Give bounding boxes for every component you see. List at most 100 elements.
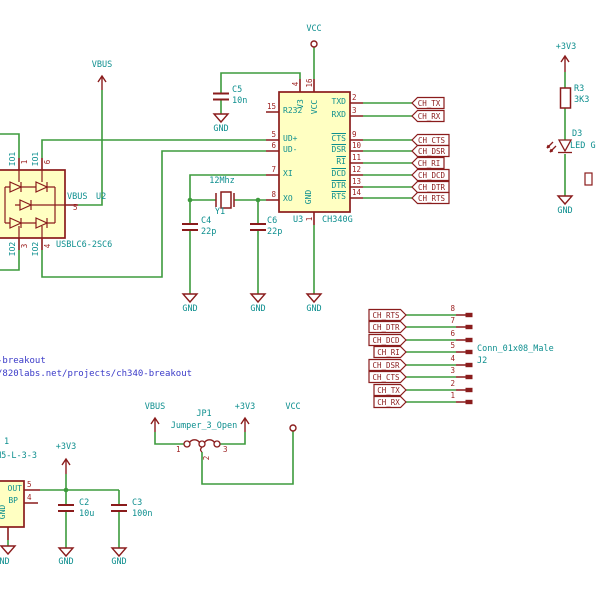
global-label-ch-tx[interactable]: CH_TX [377, 386, 400, 395]
c4-symbol [182, 223, 198, 231]
p3v3-net-label: +3V3 [555, 42, 577, 52]
global-label-ch-rts[interactable]: CH_RTS [417, 194, 446, 203]
c3-symbol [111, 504, 127, 512]
c2-value[interactable]: 10u [79, 509, 95, 519]
vbus-net-label: VBUS [91, 60, 113, 70]
global-label-ch-ri[interactable]: CH_RI [417, 159, 441, 168]
u3-pin-name-txd: TXD [331, 97, 346, 106]
c4-ref[interactable]: C4 [201, 216, 212, 226]
u1-value-fragment[interactable]: M5-L-3-3 [0, 451, 37, 461]
j2-ref[interactable]: J2 [477, 356, 488, 366]
c4-value[interactable]: 22p [201, 227, 217, 237]
r3-ref[interactable]: R3 [574, 84, 585, 94]
u3-pin-name-cts: CTS [331, 134, 346, 143]
gnd-net-label: GND [306, 304, 322, 314]
j2-pin-num: 5 [450, 341, 455, 350]
global-label-ch-dcd[interactable]: CH_DCD [417, 171, 446, 180]
u2-pin-num: 1 [20, 159, 30, 165]
d3-ref[interactable]: D3 [572, 129, 583, 139]
global-label-ch-dsr[interactable]: CH_DSR [417, 147, 446, 156]
r3-value[interactable]: 3K3 [574, 95, 590, 105]
c5-value[interactable]: 10n [232, 96, 248, 106]
global-label-ch-dcd[interactable]: CH_DCD [372, 336, 400, 345]
capacitor-symbols[interactable] [58, 92, 266, 512]
jp1-value[interactable]: Jumper_3_Open [170, 421, 238, 431]
c5-symbol [213, 92, 229, 101]
u3-pin-num: 14 [352, 188, 362, 197]
gnd-net-label: GND [213, 124, 229, 134]
u1-body [0, 480, 25, 528]
global-label-ch-rts[interactable]: CH_RTS [372, 311, 400, 320]
global-label-ch-dtr[interactable]: CH_DTR [417, 183, 446, 192]
u3-pin-num: 13 [352, 177, 362, 186]
u2-ref[interactable]: U2 [96, 192, 107, 202]
u2-diode-array [4, 170, 65, 238]
j2-value[interactable]: Conn_01x08_Male [477, 344, 554, 354]
r3-symbol[interactable] [559, 87, 572, 109]
u3-pin-name-ri: RI [336, 157, 346, 166]
vbus-arrow-jp1 [150, 416, 160, 432]
u3-pin-num: 16 [305, 78, 315, 88]
vcc-circle-jp1 [289, 424, 297, 432]
c6-ref[interactable]: C6 [267, 216, 278, 226]
global-label-ch-tx[interactable]: CH_TX [417, 99, 441, 108]
u2-value[interactable]: USBLC6-2SC6 [56, 240, 113, 250]
p3v3-arrow-r3 [560, 54, 570, 72]
y1-ref[interactable]: Y1 [214, 207, 226, 217]
u3-pin-name-xo: XO [283, 194, 293, 203]
global-label-shapes[interactable] [368, 96, 593, 409]
u3-body [278, 91, 351, 213]
p3v3-net-label: +3V3 [234, 402, 256, 412]
u2-pin-name-io2: IO2 [7, 241, 17, 257]
c5-ref[interactable]: C5 [232, 85, 243, 95]
vcc-net-label: VCC [306, 24, 322, 34]
p3v3-arrow-reg [61, 457, 71, 474]
j2-pins[interactable] [456, 312, 473, 405]
vbus-arrow [97, 74, 107, 90]
u3-pin-name-rxd: RXD [331, 110, 346, 119]
u2-pin-num: 5 [73, 203, 78, 212]
component-bodies[interactable] [0, 91, 351, 528]
global-label-ch-rx[interactable]: CH_RX [417, 112, 441, 121]
u1-pin-name-gnd: GND [0, 504, 7, 520]
u1-ref-fragment[interactable]: 1 [4, 437, 10, 447]
j2-pin-num: 4 [450, 354, 455, 363]
u2-body [0, 169, 66, 239]
jp1-symbol[interactable] [183, 439, 221, 453]
c6-value[interactable]: 22p [267, 227, 283, 237]
d3-led-symbol[interactable] [546, 139, 573, 154]
c2-ref[interactable]: C2 [79, 498, 90, 508]
gnd-symbols [0, 113, 574, 558]
junction-dots [63, 197, 261, 493]
jp1-pin-num: 1 [176, 445, 181, 454]
gnd-net-label: GND [0, 557, 10, 567]
u3-pin-num: 8 [271, 190, 276, 199]
u3-value[interactable]: CH340G [322, 215, 353, 225]
u3-pin-name-dcd: DCD [331, 169, 346, 178]
gnd-net-label: GND [182, 304, 198, 314]
global-label-ch-dsr[interactable]: CH_DSR [372, 361, 400, 370]
crystal-symbol[interactable] [215, 191, 235, 209]
global-label-ch-rx[interactable]: CH_RX [377, 398, 400, 407]
jp1-ref[interactable]: JP1 [196, 409, 212, 419]
vbus-net-label: VBUS [144, 402, 166, 412]
j2-pin-num: 2 [450, 379, 455, 388]
wires[interactable] [0, 47, 566, 548]
u3-pin-num: 15 [266, 102, 276, 111]
d3-value[interactable]: LED G [570, 141, 596, 151]
u3-pin-name-udm: UD- [283, 145, 298, 154]
global-label-ch-dtr[interactable]: CH_DTR [372, 323, 400, 332]
u3-pin-num: 10 [352, 141, 362, 150]
u3-pin-num: 1 [305, 216, 315, 222]
global-label-ch-cts[interactable]: CH_CTS [372, 373, 400, 382]
global-label-ch-ri[interactable]: CH_RI [377, 348, 400, 357]
c3-ref[interactable]: C3 [132, 498, 143, 508]
c3-value[interactable]: 100n [132, 509, 153, 519]
u3-pin-num: 6 [271, 141, 276, 150]
y1-value[interactable]: 12Mhz [209, 176, 235, 186]
global-label-ch-cts[interactable]: CH_CTS [417, 136, 446, 145]
u3-ref[interactable]: U3 [293, 215, 304, 225]
u3-pin-num: 12 [352, 165, 362, 174]
pin-stubs [7, 79, 363, 540]
c6-symbol [250, 223, 266, 231]
